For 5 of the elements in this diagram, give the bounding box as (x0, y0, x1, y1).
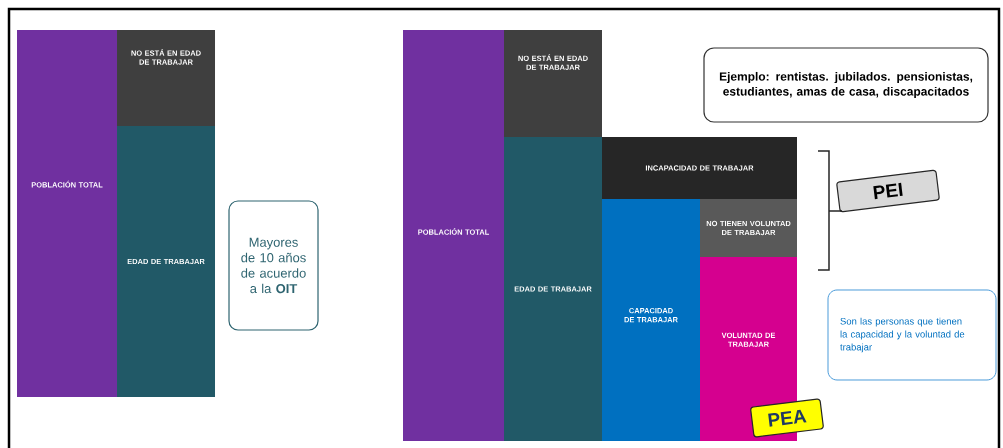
tag-label: PEA (750, 398, 824, 438)
example-box: Ejemplo: rentistas. jubilados. pensionistas, estudiantes, amas de casa, discapacitados (703, 47, 989, 123)
note-box: Son las personas que tienen la capacidad y la voluntad de trabajar (827, 289, 997, 381)
tag-label: PEI (836, 169, 940, 213)
note-box: Mayores de 10 años de acuerdo a la OIT (228, 200, 319, 331)
